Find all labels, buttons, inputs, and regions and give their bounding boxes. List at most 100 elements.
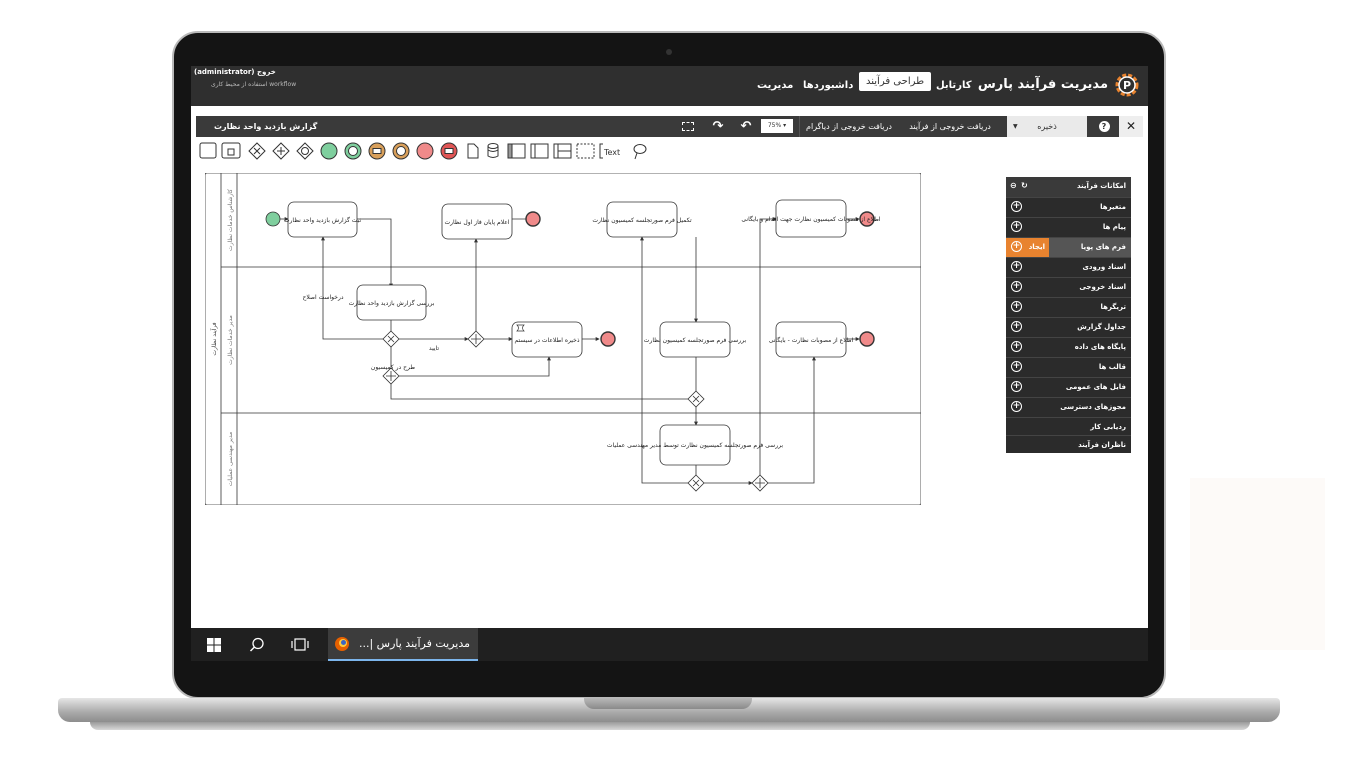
pool-icon[interactable] [507,143,526,159]
parallel-gateway-icon[interactable] [272,142,290,160]
nav-item-management[interactable]: مدیریت [757,80,794,91]
fit-screen-button[interactable] [677,116,699,137]
message-event-icon[interactable] [368,142,386,160]
start-event-icon[interactable] [320,142,338,160]
panel-item-messages[interactable]: پیام ها+ [1006,217,1131,237]
task-register-report[interactable] [287,201,358,238]
end-message-event-icon[interactable] [440,142,458,160]
event-gateway-icon[interactable] [296,142,314,160]
group-icon[interactable] [576,143,595,159]
panel-item-case-tracker[interactable]: ردیابی کار [1006,417,1131,437]
data-store-icon[interactable] [487,143,499,158]
panel-header: امکانات فرآیند ⊖ ↻ [1006,177,1131,197]
nav-item-kartabl[interactable]: کارتابل [936,80,972,91]
text-annotation-tool[interactable]: Text [599,143,620,159]
add-icon[interactable]: + [1011,321,1022,332]
workspace-info: استفاده از محیط کاری workflow [211,81,297,88]
exclusive-gateway-icon[interactable] [248,142,266,160]
help-button[interactable]: ? [1093,116,1115,137]
add-icon[interactable]: + [1011,281,1022,292]
task-review-minutes-form[interactable] [659,321,731,358]
data-object-icon[interactable] [467,143,479,159]
parallel-gateway[interactable] [382,367,400,385]
undo-button[interactable]: ↶ [735,116,757,137]
add-icon[interactable]: + [1011,341,1022,352]
export-diagram-button[interactable]: دریافت خروجی از دیاگرام [799,116,898,137]
panel-item-dynaforms[interactable]: فرم های پویا ایجاد + [1006,237,1131,257]
add-icon: + [1011,241,1022,252]
task-label: تکمیل فرم صورتجلسه کمیسیون نظارت [592,217,692,224]
lasso-icon[interactable] [633,144,647,160]
task-announce-phase-end[interactable] [441,203,513,240]
help-icon: ? [1098,121,1110,132]
add-icon[interactable]: + [1011,301,1022,312]
add-icon[interactable]: + [1011,201,1022,212]
save-dropdown[interactable]: ▼ ذخیره [1007,116,1087,137]
lane-label-operations: مدیر مهندسی عملیات [227,432,234,486]
panel-item-input-documents[interactable]: اسناد ورودی+ [1006,257,1131,277]
svg-text:Text: Text [603,148,620,157]
close-button[interactable]: ✕ [1119,116,1143,137]
create-button[interactable]: ایجاد + [1006,238,1049,257]
search-icon[interactable] [249,637,265,653]
export-process-button[interactable]: دریافت خروجی از فرآیند [909,122,991,131]
chevron-down-icon: ▼ [1013,123,1018,130]
panel-title: امکانات فرآیند [1076,182,1126,190]
intermediate-timer-icon[interactable] [392,142,410,160]
start-event[interactable] [265,211,281,227]
user-logout-link[interactable]: (administrator) خروج [194,68,276,76]
end-event-2[interactable] [859,211,875,227]
nav-item-process-design[interactable]: طراحی فرآیند [859,72,932,91]
task-label: بررسی فرم صورتجلسه کمیسیون نظارت [644,337,747,344]
task-review-report[interactable] [356,284,427,321]
lanes-icon[interactable] [553,143,572,159]
zoom-value: 75% [767,122,782,129]
panel-item-databases[interactable]: پایگاه های داده+ [1006,337,1131,357]
end-event-icon[interactable] [416,142,434,160]
lane-label-manager: مدیر خدمات نظارت [227,315,234,365]
panel-item-output-documents[interactable]: اسناد خروجی+ [1006,277,1131,297]
redo-button[interactable]: ↷ [707,116,729,137]
exclusive-gateway[interactable] [382,330,400,348]
parallel-gateway[interactable] [751,474,769,492]
diagram-title: گزارش بازدید واحد نظارت [214,122,318,131]
task-complete-minutes-form[interactable] [606,201,678,238]
taskbar-app-firefox[interactable]: مدیریت فرآیند پارس |... [328,628,478,661]
task-store-data[interactable] [511,321,583,358]
task-label: ذخیره اطلاعات در سیستم [514,337,579,344]
exclusive-gateway[interactable] [687,474,705,492]
add-icon[interactable]: + [1011,261,1022,272]
task-view-icon[interactable] [291,637,309,652]
task-notify-archive[interactable] [775,321,847,358]
end-event-3[interactable] [600,331,616,347]
add-icon[interactable]: + [1011,401,1022,412]
timer-event-icon[interactable] [344,142,362,160]
lane-icon[interactable] [530,143,549,159]
add-icon[interactable]: + [1011,221,1022,232]
panel-item-variables[interactable]: متغیرها+ [1006,197,1131,217]
exclusive-gateway[interactable] [687,390,705,408]
create-label: ایجاد [1028,243,1045,251]
task-shape-icon[interactable] [199,142,217,159]
panel-item-public-files[interactable]: فایل های عمومی+ [1006,377,1131,397]
windows-start-icon[interactable] [207,638,221,652]
end-event-1[interactable] [525,211,541,227]
add-icon[interactable]: + [1011,361,1022,372]
nav-item-dashboards[interactable]: داشبوردها [803,80,854,91]
subprocess-shape-icon[interactable] [221,142,241,159]
collapse-icon[interactable]: ⊖ [1010,181,1017,190]
task-notify-approvals[interactable] [775,199,847,238]
panel-item-report-tables[interactable]: جداول گزارش+ [1006,317,1131,337]
task-operations-review[interactable] [659,424,731,466]
add-icon[interactable]: + [1011,381,1022,392]
panel-item-triggers[interactable]: تریگرها+ [1006,297,1131,317]
zoom-select[interactable]: 75% ▾ [761,119,793,133]
panel-item-templates[interactable]: قالب ها+ [1006,357,1131,377]
panel-item-supervisors[interactable]: ناظران فرآیند [1006,435,1131,455]
diagram-toolbar: ✕ ? ▼ ذخیره دریافت خروجی از فرآیند دریاف… [196,116,1143,137]
panel-item-permissions[interactable]: مجوزهای دسترسی+ [1006,397,1131,417]
refresh-icon[interactable]: ↻ [1021,181,1028,190]
laptop-base-edge [90,722,1250,730]
parallel-gateway[interactable] [467,330,485,348]
end-event-4[interactable] [859,331,875,347]
